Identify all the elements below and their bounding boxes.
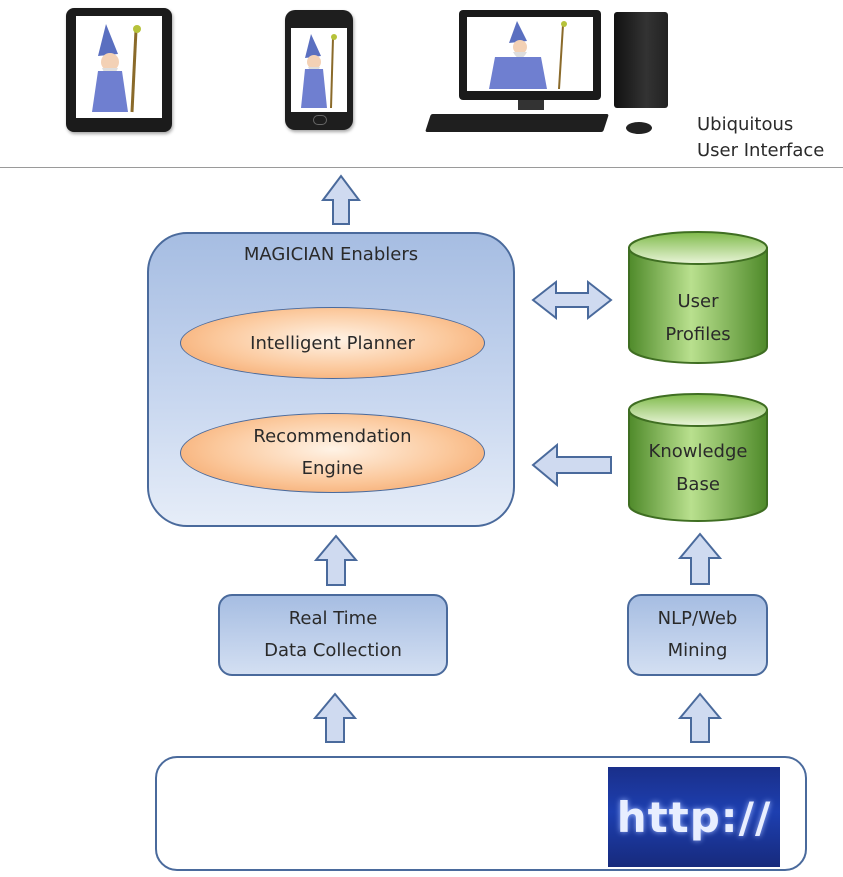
ui-label-line-2: User Interface [697, 140, 825, 161]
knowledge-base-label: Knowledge Base [629, 433, 767, 503]
monitor-screen [467, 17, 593, 91]
phone-device [285, 10, 353, 130]
recommendation-line-1: Recommendation [253, 426, 412, 447]
arrow-double-profiles [531, 279, 613, 321]
wizard-illustration [301, 34, 337, 109]
http-text: http:// [616, 792, 772, 842]
recommendation-line-2: Engine [301, 458, 364, 479]
knowledge-base-line-1: Knowledge [648, 441, 748, 462]
divider-line [0, 167, 843, 168]
tablet-screen [76, 16, 162, 118]
nlp-web-mining-box: NLP/Web Mining [627, 594, 768, 676]
mouse [626, 122, 652, 134]
planner-label: Intelligent Planner [250, 332, 415, 354]
ui-label-line-1: Ubiquitous [697, 114, 794, 135]
monitor-stand [518, 100, 544, 110]
recommendation-engine: Recommendation Engine [180, 413, 485, 493]
arrow-up-to-knowledge [677, 532, 723, 585]
wizard-illustration [92, 24, 141, 113]
ubiquitous-ui-label: Ubiquitous User Interface [697, 112, 824, 164]
user-profiles-cylinder [628, 231, 768, 364]
arrow-left-from-knowledge [531, 442, 612, 488]
knowledge-base-cylinder [628, 393, 768, 522]
realtime-line-2: Data Collection [264, 640, 402, 661]
http-banner: http:// [608, 767, 780, 867]
enablers-title: MAGICIAN Enablers [243, 244, 419, 265]
desktop-monitor [459, 10, 601, 100]
knowledge-base-line-2: Base [676, 474, 720, 495]
nlp-line-2: Mining [667, 640, 728, 661]
nlp-line-1: NLP/Web [657, 608, 738, 629]
tablet-device [66, 8, 172, 132]
user-profiles-line-2: Profiles [665, 324, 731, 345]
computer-tower [614, 12, 668, 108]
arrow-up-to-realtime [312, 692, 358, 743]
realtime-data-collection-box: Real Time Data Collection [218, 594, 448, 676]
phone-screen [291, 28, 347, 112]
user-profiles-label: User Profiles [629, 283, 767, 353]
wizard-illustration [489, 21, 567, 90]
intelligent-planner: Intelligent Planner [180, 307, 485, 379]
arrow-up-to-enablers [313, 534, 359, 586]
home-button [313, 115, 327, 125]
user-profiles-line-1: User [677, 291, 719, 312]
arrow-up-to-ui [321, 174, 361, 225]
realtime-line-1: Real Time [288, 608, 378, 629]
arrow-up-to-nlp [677, 692, 723, 743]
